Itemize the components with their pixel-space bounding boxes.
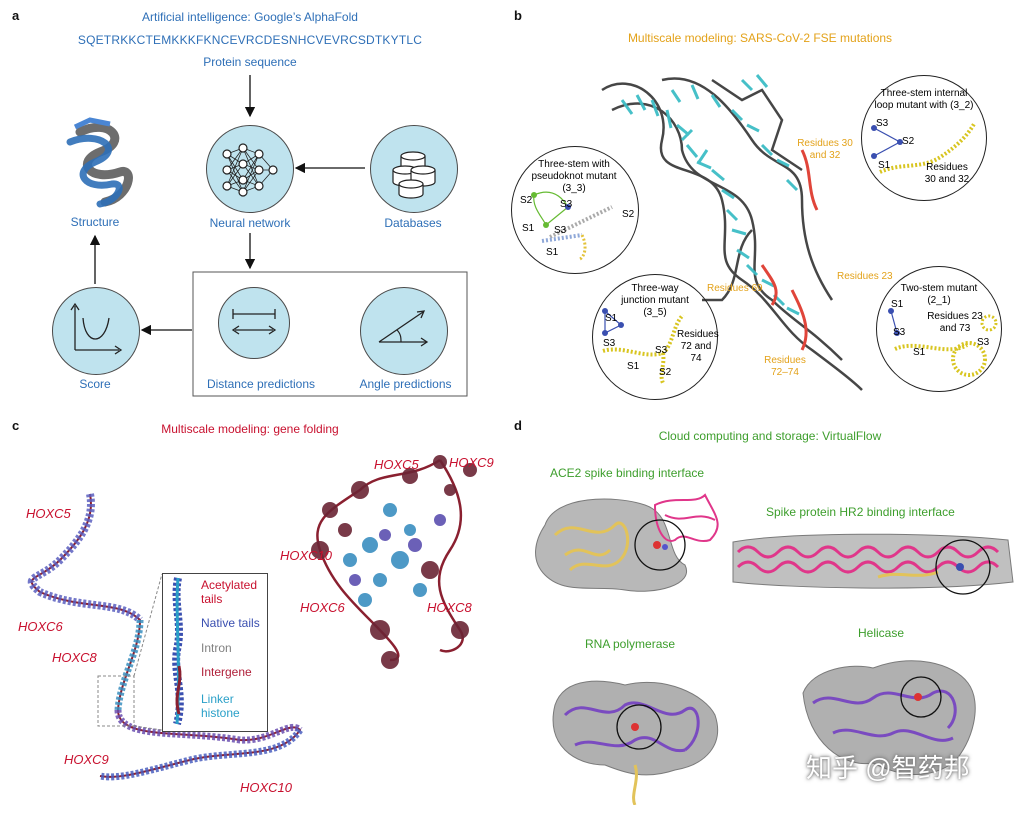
rna-polymerase-image (552, 680, 719, 805)
inset-3-5: Three-way junction mutant (3_5) S1 S3 S1… (592, 274, 719, 400)
gene-label: HOXC6 (18, 619, 63, 634)
ace2-complex-image (535, 493, 719, 592)
stem-label: S1 (878, 160, 891, 171)
panel-a-diagram (89, 75, 468, 397)
panel-a-label: a (12, 8, 20, 23)
caption-rnapol: RNA polymerase (585, 637, 676, 651)
panel-a-title: Artificial intelligence: Google’s AlphaF… (142, 10, 358, 24)
inset-2-1: Two-stem mutant (2_1) S1 S3 S1 S3 Residu… (876, 266, 1002, 392)
structure-label: Structure (70, 215, 120, 229)
panel-c-label: c (12, 418, 20, 433)
distance-icon (231, 309, 277, 335)
inset-3-2: Three-stem internal loop mutant with (3_… (861, 75, 987, 201)
hr2-complex-image (732, 533, 1014, 595)
caption-hr2: Spike protein HR2 binding interface (766, 505, 955, 519)
protein-sequence: SQETRKKCTEMKKKFKNCEVRCDESNHCVEVRCSDTKYTL… (77, 33, 423, 47)
angle-node (360, 287, 448, 375)
inset-residues: Residues 23 and 73 (927, 311, 983, 334)
residue-label-30-32: Residues 30 and 32 (797, 138, 853, 161)
inset-residues: Residues 30 and 32 (924, 162, 970, 185)
panel-d-label: d (514, 418, 522, 433)
gene-label: HOXC8 (52, 650, 97, 665)
legend-native: Native tails (201, 616, 260, 630)
secondary-structure-diagram (531, 191, 613, 261)
score-plot-icon (70, 302, 123, 355)
stem-label: S3 (893, 327, 906, 338)
inset-title: Three-way junction mutant (3_5) (621, 283, 689, 318)
databases-label: Databases (384, 216, 442, 230)
stem-label: S3 (876, 118, 889, 129)
neural-network-node (206, 125, 294, 213)
inset-3-3: Three-stem with pseudoknot mutant (3_3) … (511, 146, 639, 274)
stem-label: S2 (622, 209, 635, 220)
legend-fiber-strip (172, 577, 184, 726)
gene-label: HOXC8 (427, 600, 472, 615)
stem-label: S3 (655, 345, 668, 356)
residue-label-23: Residues 23 (837, 271, 893, 282)
watermark: 知乎 @智药邦 (806, 753, 970, 783)
chromatin-fiber-left (27, 493, 303, 781)
angle-icon (378, 310, 429, 347)
chromatin-fiber-compact (311, 455, 477, 669)
inset-title: Three-stem internal loop mutant with (3_… (874, 88, 974, 111)
inset-residues: Residues 72 and 74 (677, 329, 719, 364)
gene-label: HOXC5 (26, 506, 71, 521)
protein-structure-icon (66, 117, 133, 208)
panel-b-title: Multiscale modeling: SARS-CoV-2 FSE muta… (627, 31, 893, 45)
stem-label: S1 (522, 223, 535, 234)
legend-intron: Intron (201, 641, 232, 655)
gene-label: HOXC10 (280, 548, 333, 563)
stem-label: S1 (627, 361, 640, 372)
stem-label: S2 (659, 367, 672, 378)
score-label: Score (79, 377, 111, 391)
neural-network-icon (222, 143, 278, 197)
stem-label: S3 (560, 199, 573, 210)
distance-label: Distance predictions (206, 377, 316, 391)
stem-label: S1 (891, 299, 904, 310)
gene-label: HOXC6 (300, 600, 345, 615)
database-icon (392, 151, 436, 199)
legend-box: Acetylated tails Native tails Intron Int… (162, 573, 268, 732)
residue-label-69: Residues 69 (707, 283, 763, 294)
stem-label: S1 (913, 347, 926, 358)
caption-ace2: ACE2 spike binding interface (550, 466, 705, 480)
panel-b-label: b (514, 8, 522, 23)
stem-label: S3 (603, 338, 616, 349)
stem-label: S1 (546, 247, 559, 258)
databases-node (370, 125, 458, 213)
neural-network-label: Neural network (209, 216, 291, 230)
helicase-image (802, 660, 976, 776)
secondary-structure-diagram (602, 308, 685, 384)
stem-label: S1 (605, 313, 618, 324)
angle-label: Angle predictions (359, 377, 452, 391)
legend-acetylated: Acetylated tails (201, 578, 258, 606)
score-node (52, 287, 140, 375)
stem-label: S2 (902, 136, 915, 147)
residue-label-72-74: Residues 72–74 (764, 355, 806, 378)
gene-label: HOXC9 (449, 455, 494, 470)
stem-label: S3 (554, 225, 567, 236)
secondary-structure-diagram (888, 308, 998, 377)
legend-linker: Linker histone (201, 692, 240, 720)
secondary-structure-diagram (871, 122, 976, 174)
caption-helicase: Helicase (858, 626, 905, 640)
panel-d-title: Cloud computing and storage: VirtualFlow (658, 429, 882, 443)
panel-c-title: Multiscale modeling: gene folding (161, 422, 339, 436)
rna-3d-structure (601, 74, 863, 391)
stem-label: S3 (977, 337, 990, 348)
gene-label: HOXC5 (374, 457, 419, 472)
inset-title: Two-stem mutant (2_1) (900, 283, 978, 306)
gene-label: HOXC10 (240, 780, 293, 795)
distance-node (218, 287, 290, 359)
gene-label: HOXC9 (64, 752, 109, 767)
legend-intergene: Intergene (201, 665, 252, 679)
inset-title: Three-stem with pseudoknot mutant (3_3) (531, 159, 617, 194)
sequence-label: Protein sequence (203, 55, 297, 69)
stem-label: S2 (520, 195, 533, 206)
